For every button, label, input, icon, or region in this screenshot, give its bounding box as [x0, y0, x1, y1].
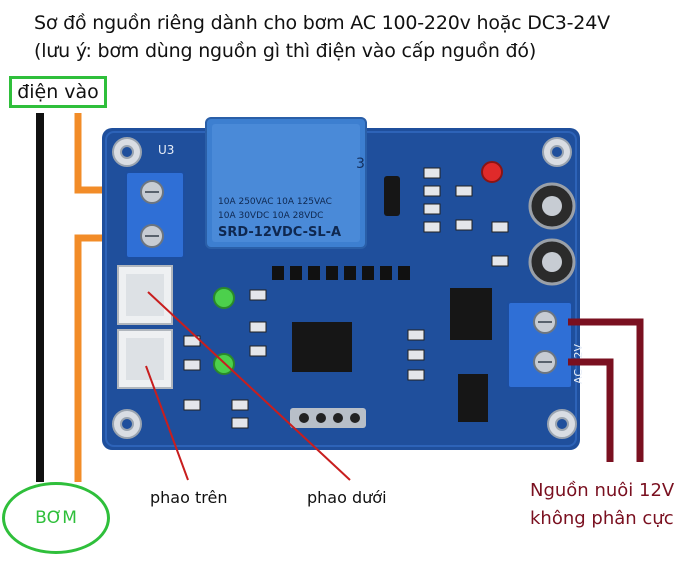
electrolytic-capacitors — [528, 182, 576, 286]
pointer-float-upper — [145, 365, 189, 481]
float-connectors — [117, 265, 173, 389]
bridge-rectifier — [458, 374, 488, 422]
relay: 3 10A 250VAC 10A 125VAC 10A 30VDC 10A 28… — [205, 117, 367, 249]
power-input-label: điện vào — [9, 76, 107, 108]
supply-label-line-1: Nguồn nuôi 12V — [530, 480, 675, 501]
diagram-title-line-2: (lưu ý: bơm dùng nguồn gì thì điện vào c… — [34, 40, 537, 62]
supply-wire-1 — [568, 318, 644, 462]
bottom-pads — [290, 408, 366, 428]
mount-ref-label: U3 — [158, 143, 174, 157]
diode — [384, 176, 400, 216]
relay-rating-1: 10A 250VAC 10A 125VAC — [218, 197, 332, 207]
controller-board: U3 3 10A 250VAC 10A 125VAC 10A 30VDC 10A… — [102, 117, 585, 450]
diagram-title-line-1: Sơ đồ nguồn riêng dành cho bơm AC 100-22… — [34, 12, 610, 34]
pointer-float-lower — [147, 291, 351, 481]
smd-components — [183, 167, 509, 429]
pump-label: BƠM — [2, 482, 110, 554]
voltage-regulator — [450, 288, 492, 340]
relay-ref: 3 — [356, 156, 365, 172]
relay-model: SRD-12VDC-SL-A — [218, 225, 341, 240]
pin-header — [272, 266, 410, 280]
float-lower-label: phao dưới — [307, 488, 387, 507]
float-upper-label: phao trên — [150, 488, 228, 507]
supply-label-line-2: không phân cực — [530, 508, 674, 529]
load-terminal — [125, 171, 185, 259]
led-red — [481, 161, 503, 183]
led-green-1 — [213, 287, 235, 309]
ic-u2 — [292, 322, 352, 372]
mounting-holes — [112, 137, 577, 439]
supply-wire-2 — [568, 358, 614, 462]
relay-rating-2: 10A 30VDC 10A 28VDC — [218, 211, 323, 221]
